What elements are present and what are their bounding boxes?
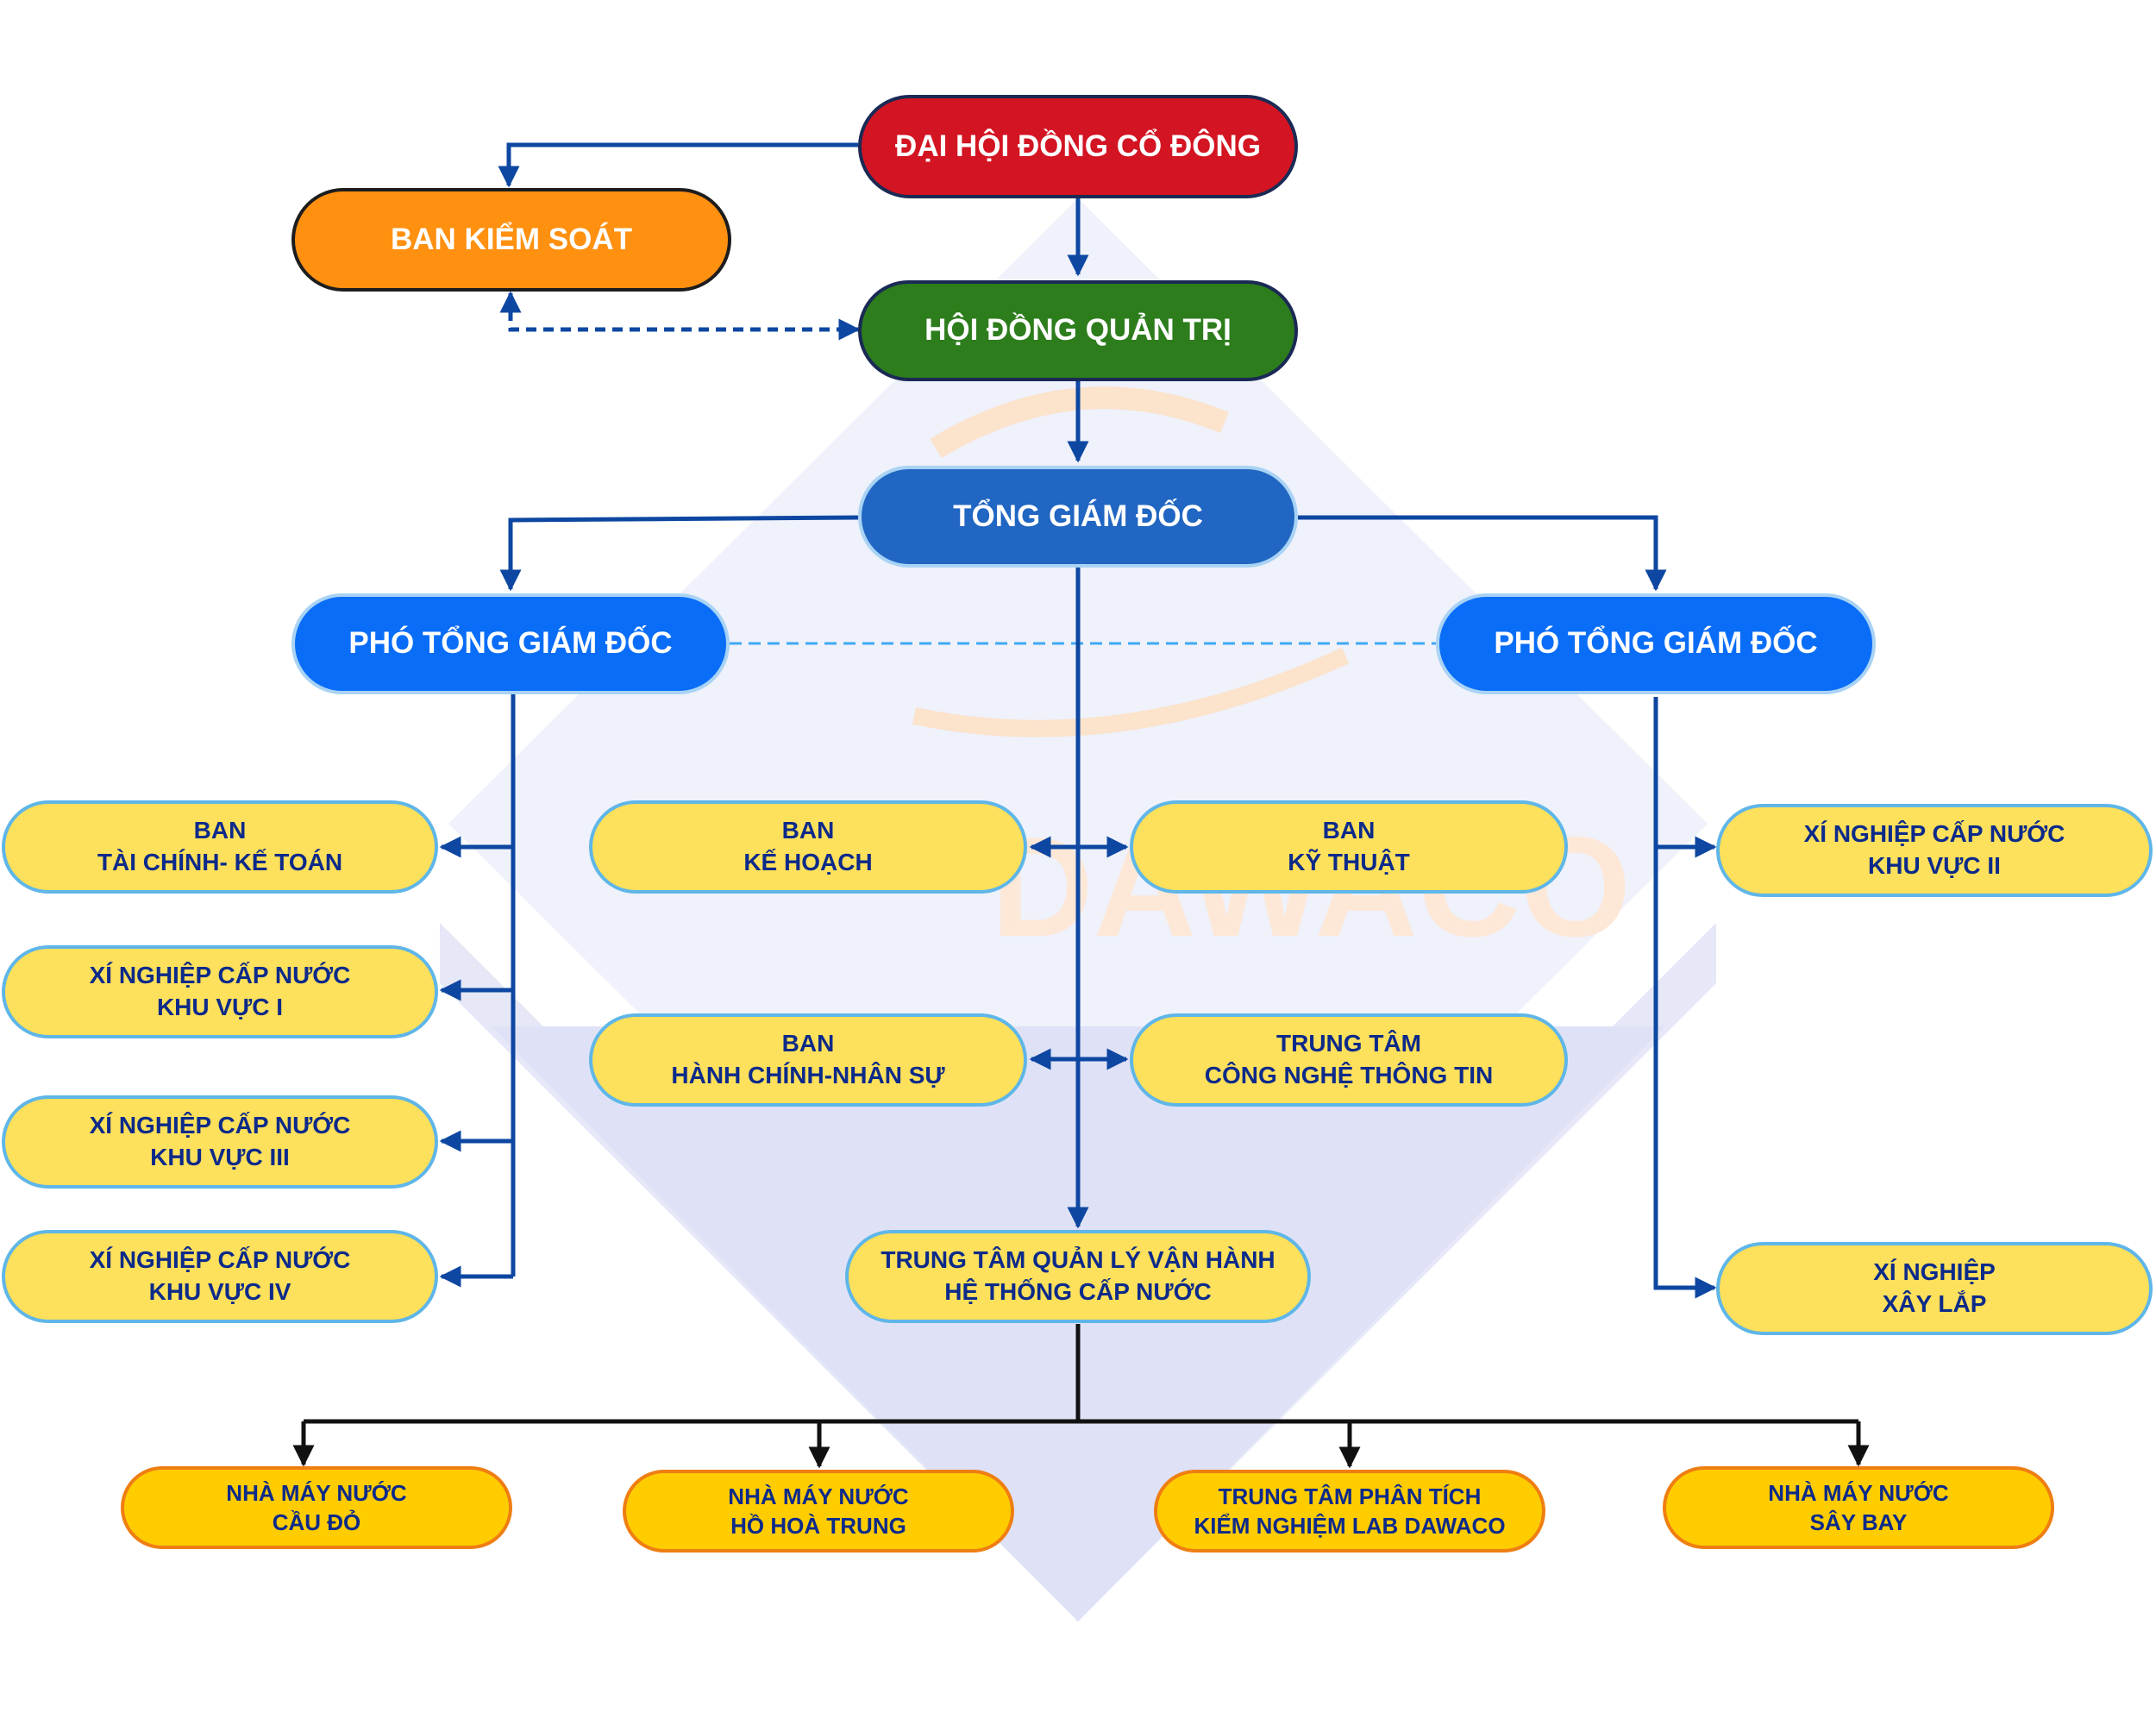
technical-line2: KỸ THUẬT <box>1288 849 1410 875</box>
water-region-2-line1: XÍ NGHIỆP CẤP NƯỚC <box>1803 820 2065 848</box>
lab-center-line2: KIỂM NGHIỆM LAB DAWACO <box>1194 1513 1506 1539</box>
supervisory-board-label: BAN KIỂM SOÁT <box>391 222 632 256</box>
deputy-director-right-box[interactable]: PHÓ TỔNG GIÁM ĐỐC <box>1436 593 1876 694</box>
construction-line2: XÂY LẮP <box>1882 1290 1987 1317</box>
plant-say-bay-box[interactable]: NHÀ MÁY NƯỚC SÂY BAY <box>1663 1466 2054 1549</box>
finance-line2: TÀI CHÍNH- KẾ TOÁN <box>97 849 343 875</box>
water-region-3-line1: XÍ NGHIỆP CẤP NƯỚC <box>89 1112 351 1139</box>
water-region-4-box[interactable]: XÍ NGHIỆP CẤP NƯỚC KHU VỰC IV <box>2 1230 438 1323</box>
deputy-director-left-box[interactable]: PHÓ TỔNG GIÁM ĐỐC <box>291 593 730 694</box>
general-director-box[interactable]: TỔNG GIÁM ĐỐC <box>858 466 1298 568</box>
plant-say-bay-line2: SÂY BAY <box>1809 1509 1908 1535</box>
lab-center-box[interactable]: TRUNG TÂM PHÂN TÍCH KIỂM NGHIỆM LAB DAWA… <box>1154 1470 1545 1552</box>
plant-cau-do-line1: NHÀ MÁY NƯỚC <box>226 1479 407 1506</box>
construction-box[interactable]: XÍ NGHIỆP XÂY LẮP <box>1716 1242 2153 1335</box>
connector-right-spine <box>1653 697 1717 1299</box>
plant-ho-hoa-trung-line2: HỒ HOÀ TRUNG <box>730 1513 906 1539</box>
technical-line1: BAN <box>1322 817 1376 844</box>
it-center-box[interactable]: TRUNG TÂM CÔNG NGHỆ THÔNG TIN <box>1130 1013 1568 1107</box>
water-region-2-box[interactable]: XÍ NGHIỆP CẤP NƯỚC KHU VỰC II <box>1716 804 2153 897</box>
plant-ho-hoa-trung-line1: NHÀ MÁY NƯỚC <box>728 1483 909 1509</box>
water-region-1-line2: KHU VỰC I <box>156 994 284 1020</box>
board-of-directors-label: HỘI ĐỒNG QUẢN TRỊ <box>924 313 1232 348</box>
connector-meeting-to-supervisory <box>498 142 858 188</box>
planning-box[interactable]: BAN KẾ HOẠCH <box>589 800 1027 894</box>
admin-hr-line2: HÀNH CHÍNH-NHÂN SỰ <box>671 1062 945 1088</box>
admin-hr-box[interactable]: BAN HÀNH CHÍNH-NHÂN SỰ <box>589 1013 1027 1107</box>
it-center-line2: CÔNG NGHỆ THÔNG TIN <box>1204 1062 1494 1088</box>
construction-line1: XÍ NGHIỆP <box>1873 1258 1996 1286</box>
water-region-1-line1: XÍ NGHIỆP CẤP NƯỚC <box>89 962 351 989</box>
deputy-director-right-label: PHÓ TỔNG GIÁM ĐỐC <box>1494 626 1818 661</box>
supervisory-board-box[interactable]: BAN KIỂM SOÁT <box>291 188 731 292</box>
technical-box[interactable]: BAN KỸ THUẬT <box>1130 800 1568 894</box>
lab-center-line1: TRUNG TÂM PHÂN TÍCH <box>1218 1483 1482 1509</box>
planning-line1: BAN <box>781 817 835 844</box>
connector-director-to-right-deputy <box>1298 515 1667 592</box>
water-region-3-line2: KHU VỰC III <box>150 1144 290 1170</box>
water-region-4-line2: KHU VỰC IV <box>148 1278 291 1305</box>
water-region-3-box[interactable]: XÍ NGHIỆP CẤP NƯỚC KHU VỰC III <box>2 1095 438 1189</box>
operations-center-line2: HỆ THỐNG CẤP NƯỚC <box>944 1278 1212 1305</box>
water-region-4-line1: XÍ NGHIỆP CẤP NƯỚC <box>89 1246 351 1274</box>
finance-box[interactable]: BAN TÀI CHÍNH- KẾ TOÁN <box>2 800 438 894</box>
water-region-1-box[interactable]: XÍ NGHIỆP CẤP NƯỚC KHU VỰC I <box>2 945 438 1038</box>
operations-center-line1: TRUNG TÂM QUẢN LÝ VẬN HÀNH <box>881 1246 1275 1274</box>
plant-cau-do-line2: CẦU ĐỎ <box>272 1509 361 1535</box>
operations-center-box[interactable]: TRUNG TÂM QUẢN LÝ VẬN HÀNH HỆ THỐNG CẤP … <box>845 1230 1311 1323</box>
plant-cau-do-box[interactable]: NHÀ MÁY NƯỚC CẦU ĐỎ <box>121 1466 512 1549</box>
connector-supervisory-to-board <box>499 291 861 341</box>
general-meeting-box[interactable]: ĐẠI HỘI ĐỒNG CỔ ĐÔNG <box>858 95 1298 198</box>
plant-connectors <box>292 1324 1870 1469</box>
finance-line1: BAN <box>193 817 247 844</box>
deputy-director-left-label: PHÓ TỔNG GIÁM ĐỐC <box>348 626 673 661</box>
connector-director-to-left-deputy <box>499 515 859 592</box>
it-center-line1: TRUNG TÂM <box>1276 1030 1421 1057</box>
general-meeting-label: ĐẠI HỘI ĐỒNG CỔ ĐÔNG <box>895 129 1261 163</box>
connectors <box>439 142 1717 1299</box>
plant-say-bay-line1: NHÀ MÁY NƯỚC <box>1768 1479 1949 1506</box>
general-director-label: TỔNG GIÁM ĐỐC <box>953 499 1203 533</box>
water-region-2-line2: KHU VỰC II <box>1868 852 2001 879</box>
planning-line2: KẾ HOẠCH <box>743 849 873 875</box>
board-of-directors-box[interactable]: HỘI ĐỒNG QUẢN TRỊ <box>858 280 1298 381</box>
admin-hr-line1: BAN <box>781 1030 835 1057</box>
plant-ho-hoa-trung-box[interactable]: NHÀ MÁY NƯỚC HỒ HOÀ TRUNG <box>623 1470 1014 1552</box>
